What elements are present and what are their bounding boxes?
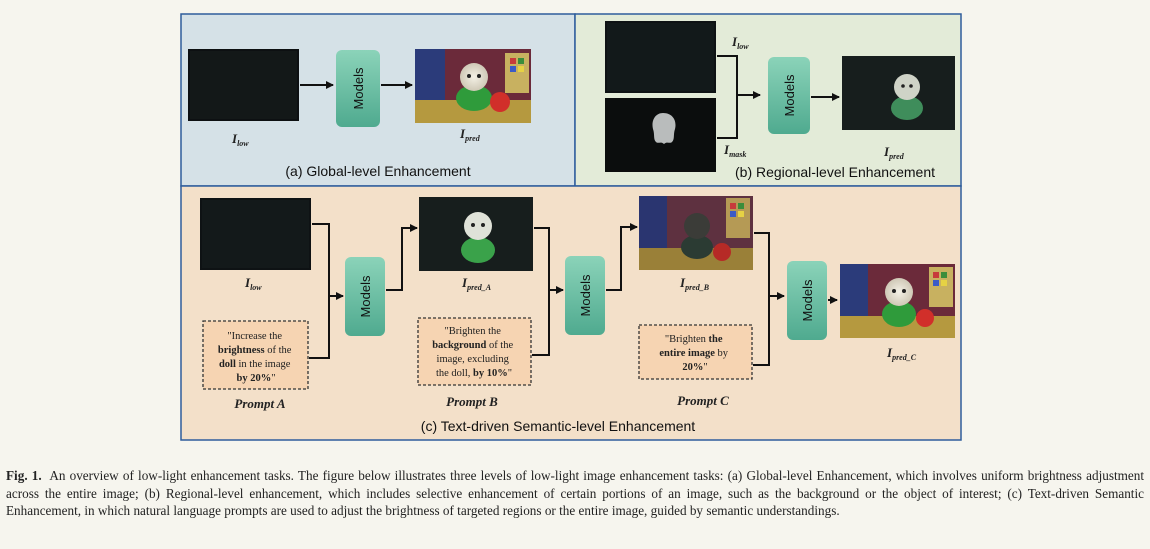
prompt-a-box: "Increase the brightness of the doll in …	[202, 320, 309, 390]
label-i-mask: Imask	[723, 142, 746, 159]
models-label: Models	[800, 279, 815, 321]
label-i-low: Ilow	[231, 131, 249, 148]
pred-b-image	[639, 196, 753, 270]
panel-c-title: (c) Text-driven Semantic-level Enhanceme…	[421, 418, 696, 434]
prompt-b-text: "Brighten the background of the image, e…	[432, 326, 516, 379]
caption-text: An overview of low-light enhancement tas…	[6, 468, 1144, 519]
prompt-a-text: "Increase the brightness of the doll in …	[218, 331, 294, 384]
label-i-pred-c: Ipred_C	[886, 345, 917, 362]
enhanced-image	[415, 49, 531, 123]
figure-caption: Fig. 1. An overview of low-light enhance…	[6, 467, 1144, 520]
models-label: Models	[358, 275, 373, 317]
panel-a-title: (a) Global-level Enhancement	[285, 163, 470, 179]
pred-c-image	[840, 264, 955, 338]
low-light-image	[200, 198, 311, 270]
models-box: Models	[768, 57, 810, 134]
mask-image	[605, 98, 716, 172]
label-i-low: Ilow	[731, 34, 749, 51]
models-box: Models	[565, 256, 605, 335]
prompt-b-box: "Brighten the background of the image, e…	[417, 317, 532, 386]
models-box: Models	[336, 50, 380, 127]
low-light-image	[605, 21, 716, 93]
models-label: Models	[782, 74, 797, 116]
prompt-a-label: Prompt A	[234, 396, 285, 411]
label-i-low: Ilow	[244, 275, 262, 292]
prompt-c-text: "Brighten the entire image by 20%"	[659, 334, 730, 373]
models-box: Models	[787, 261, 827, 340]
prompt-c-label: Prompt C	[677, 393, 729, 408]
label-i-pred: Ipred	[883, 144, 905, 161]
label-i-pred-a: Ipred_A	[461, 275, 492, 292]
enhanced-image	[842, 56, 955, 130]
figure-label: Fig. 1.	[6, 468, 42, 483]
pred-a-image	[419, 197, 533, 271]
models-box: Models	[345, 257, 385, 336]
prompt-b-label: Prompt B	[446, 394, 498, 409]
prompt-c-box: "Brighten the entire image by 20%"	[638, 324, 753, 380]
panel-b-title: (b) Regional-level Enhancement	[735, 164, 935, 180]
models-label: Models	[578, 274, 593, 316]
models-label: Models	[351, 67, 366, 109]
low-light-image	[188, 49, 299, 121]
label-i-pred-b: Ipred_B	[679, 275, 710, 292]
label-i-pred: Ipred	[459, 126, 481, 143]
